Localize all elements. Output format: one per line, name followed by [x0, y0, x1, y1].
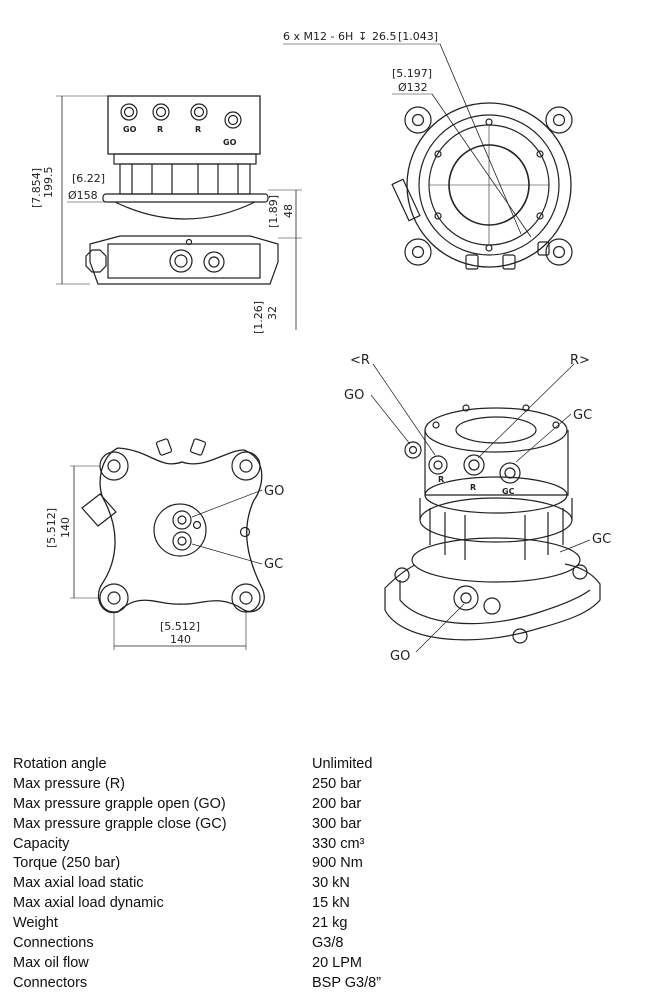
side-port-label: GO [123, 125, 137, 134]
dim-side-dia-in: [6.22] [72, 172, 105, 185]
dim-bottom-h-in: [5.512] [160, 620, 200, 633]
spec-value: Unlimited [312, 756, 373, 772]
spec-label: Rotation angle [13, 756, 107, 772]
spec-value: 20 LPM [312, 954, 362, 971]
spec-value: 21 kg [312, 915, 348, 932]
spec-label: Connections [13, 935, 94, 952]
bottom-label-go: GO [264, 484, 284, 499]
side-port-label: R [157, 125, 163, 134]
dim-side-b-in: [1.26] [252, 301, 265, 334]
dim-side-b-mm: 32 [266, 306, 279, 320]
dim-side-a-mm: 48 [282, 204, 295, 218]
spec-value: 15 kN [312, 895, 350, 912]
iso-port-label: R [470, 483, 476, 492]
dim-side-height-mm: 199.5 [42, 167, 55, 199]
spec-label: Capacity [13, 835, 70, 852]
spec-value: 200 bar [312, 795, 362, 812]
side-port-go-left: GO [120, 103, 138, 134]
iso-port-label: GC [502, 487, 515, 496]
iso-label-gc-top: GC [573, 408, 592, 423]
dim-side-dia-mm: Ø158 [68, 189, 98, 202]
svg-text:↧: ↧ [358, 30, 367, 43]
spec-row: Capacity 330 cm³ [13, 836, 433, 856]
spec-value: G3/8 [312, 935, 344, 952]
side-port-r-right: R [190, 103, 208, 134]
bottom-label-gc: GC [264, 557, 283, 572]
side-port-label: R [195, 125, 201, 134]
dim-bottom-v-mm: 140 [59, 517, 72, 538]
spec-row: Rotation angle Unlimited [13, 756, 433, 776]
bottom-view: GO GC [5.512] 140 [5.512] 140 [45, 438, 284, 650]
dim-side-a-in: [1.89] [267, 195, 280, 228]
iso-label-r-right: R> [570, 353, 590, 368]
spec-row: Connectors BSP G3/8” [13, 975, 433, 995]
dim-bottom-v-in: [5.512] [45, 508, 58, 548]
spec-label: Max axial load dynamic [13, 895, 164, 912]
spec-row: Max pressure grapple close (GC) 300 bar [13, 816, 433, 836]
spec-label: Max pressure grapple close (GC) [13, 815, 227, 832]
spec-row: Max pressure grapple open (GO) 200 bar [13, 796, 433, 816]
iso-port-label: R [438, 475, 444, 484]
spec-row: Connections G3/8 [13, 935, 433, 955]
spec-label: Max pressure grapple open (GO) [13, 795, 226, 812]
spec-row: Weight 21 kg [13, 915, 433, 935]
spec-value: 30 kN [312, 875, 350, 892]
side-port-go-right: GO [223, 111, 242, 147]
side-port-label: GO [223, 138, 237, 147]
technical-drawing: GO R R GO [7.854] 199.5 [30, 30, 611, 664]
spec-row: Torque (250 bar) 900 Nm [13, 855, 433, 875]
spec-label: Max pressure (R) [13, 775, 125, 792]
top-view: 6 x M12 - 6H ↧ 26.5 [1.043] [5.197] Ø132 [283, 30, 573, 270]
side-view: GO R R GO [7.854] 199.5 [30, 95, 302, 334]
spec-label: Max axial load static [13, 875, 144, 892]
dim-top-dia-in: [5.197] [392, 67, 432, 80]
spec-value: BSP G3/8” [312, 974, 382, 991]
spec-label: Max oil flow [13, 954, 89, 971]
spec-label: Connectors [13, 974, 88, 991]
spec-value: 250 bar [312, 775, 362, 792]
spec-value: 900 Nm [312, 855, 363, 872]
dim-top-dia-mm: Ø132 [398, 81, 428, 94]
iso-label-go-top: GO [344, 388, 364, 403]
spec-value: 330 cm³ [312, 835, 365, 852]
dim-side-height-in: [7.854] [30, 168, 43, 208]
spec-label: Torque (250 bar) [13, 855, 121, 872]
spec-value: 300 bar [312, 815, 362, 832]
dim-bottom-h-mm: 140 [170, 633, 191, 646]
iso-label-gc-mid: GC [592, 532, 611, 547]
dim-top-thread-depth-in: [1.043] [398, 30, 438, 43]
iso-label-r-left: <R [350, 353, 370, 368]
spec-row: Max oil flow 20 LPM [13, 955, 433, 975]
iso-label-go-bottom: GO [390, 649, 410, 664]
dim-top-thread-note: 6 x M12 - 6H [283, 30, 353, 43]
spec-label: Weight [13, 915, 58, 932]
dim-top-thread-depth: 26.5 [372, 30, 397, 43]
iso-view: R R GC <R R> GO GC GC GO [344, 353, 611, 664]
spec-row: Max pressure (R) 250 bar [13, 776, 433, 796]
spec-row: Max axial load static 30 kN [13, 875, 433, 895]
side-port-r-left: R [152, 103, 170, 134]
spec-row: Max axial load dynamic 15 kN [13, 895, 433, 915]
